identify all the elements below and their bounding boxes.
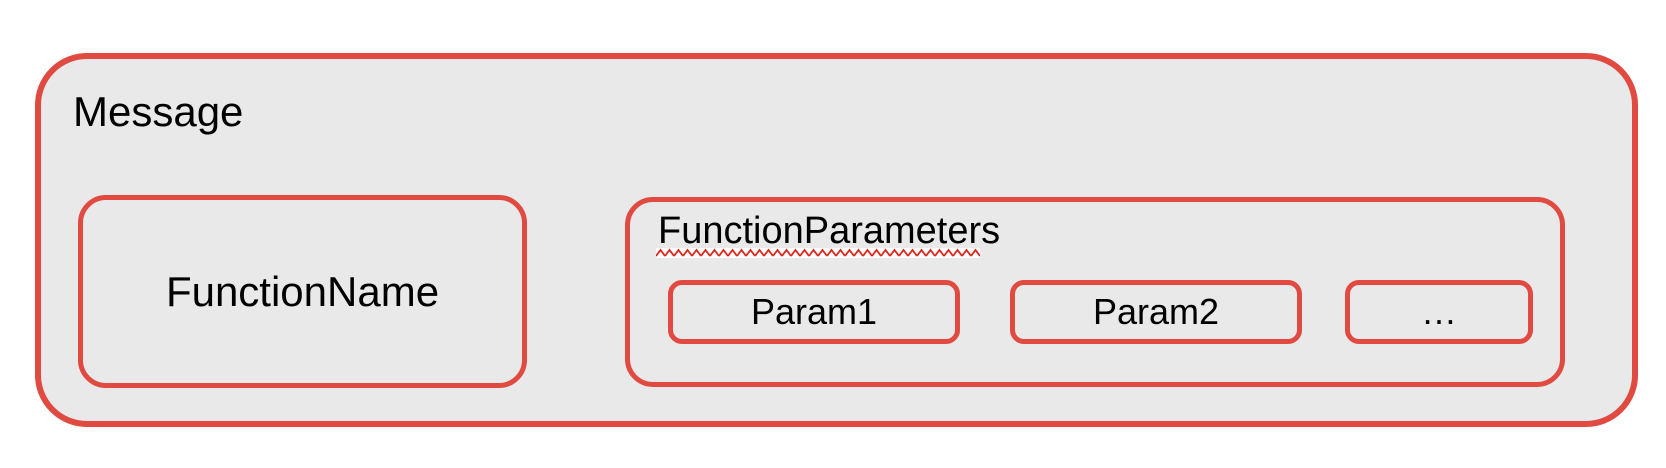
function-parameters-box: FunctionParameters Param1 Param2 …: [625, 197, 1565, 387]
ellipsis-box: …: [1345, 280, 1533, 344]
param1-box: Param1: [668, 280, 960, 344]
param2-label: Param2: [1092, 291, 1220, 332]
message-container: Message FunctionName FunctionParameters …: [35, 53, 1638, 427]
message-label: Message: [73, 88, 244, 135]
ellipsis-label: …: [1421, 291, 1457, 332]
param1-label: Param1: [750, 291, 878, 332]
squiggle-underline-icon: [656, 248, 980, 258]
function-name-label: FunctionName: [165, 267, 440, 315]
param2-box: Param2: [1010, 280, 1302, 344]
function-name-box: FunctionName: [78, 195, 527, 388]
function-parameters-label: FunctionParameters: [658, 210, 1001, 252]
